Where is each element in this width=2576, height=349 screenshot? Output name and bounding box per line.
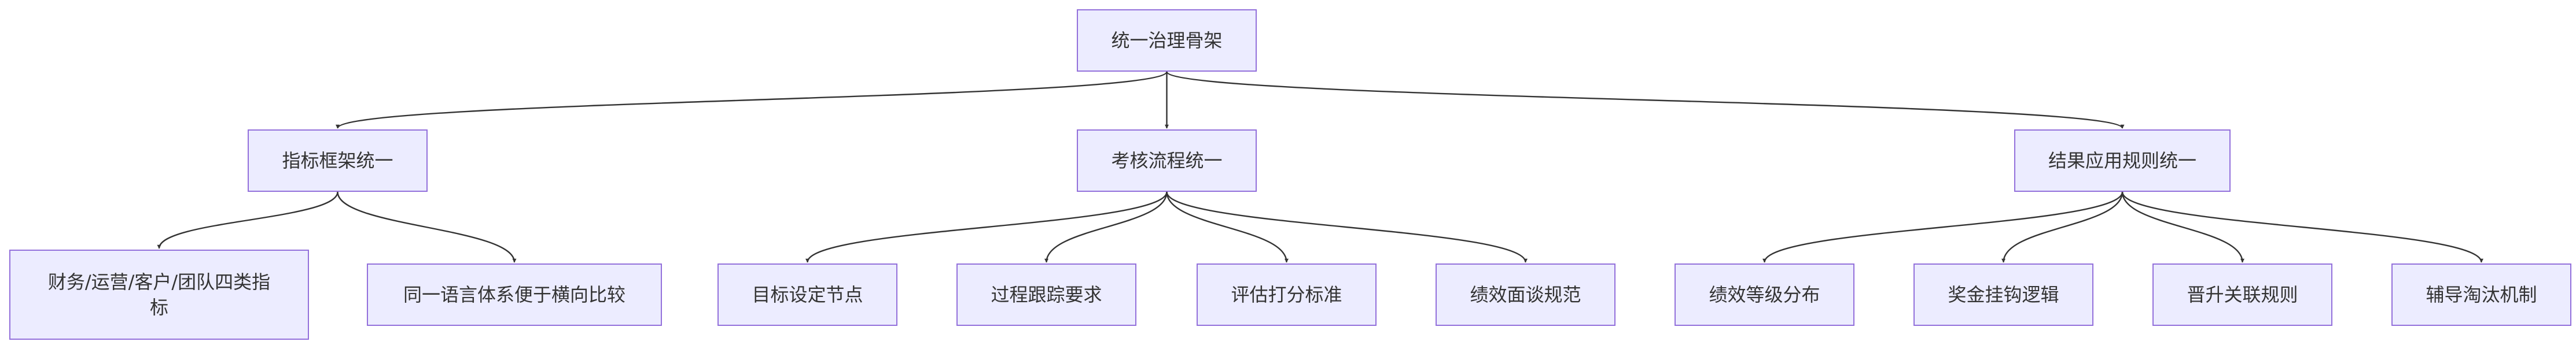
edge-results-to-grade_distribution [1762,191,2124,263]
node-process-tracking: 过程跟踪要求 [956,263,1136,326]
node-common-language: 同一语言体系便于横向比较 [367,263,662,326]
node-interview-norms: 绩效面谈规范 [1436,263,1615,326]
node-grade-distribution: 绩效等级分布 [1675,263,1854,326]
node-coaching-elimination: 辅导淘汰机制 [2391,263,2571,326]
edge-metrics-to-common_language [337,191,517,263]
node-goal-setting: 目标设定节点 [717,263,897,326]
edge-results-to-bonus_link [2001,191,2124,263]
edge-process-to-goal_nodes [805,191,1168,263]
node-metrics-framework: 指标框架统一 [248,129,428,192]
edge-root-to-results [1166,70,2125,129]
edge-results-to-coaching [2121,191,2483,263]
node-results-rules: 结果应用规则统一 [2014,129,2231,192]
node-bonus-link: 奖金挂钩逻辑 [1913,263,2093,326]
edge-process-to-interview [1166,191,1528,263]
edge-process-to-tracking [1044,191,1168,263]
node-scoring-standard: 评估打分标准 [1197,263,1377,326]
edge-process-to-scoring [1166,191,1289,263]
edge-metrics-to-four_types [157,191,338,249]
node-root: 统一治理骨架 [1077,9,1257,72]
node-promotion-rules: 晋升关联规则 [2152,263,2332,326]
edge-results-to-promotion [2121,191,2244,263]
edge-root-to-metrics [336,71,1168,129]
node-process-framework: 考核流程统一 [1077,129,1257,192]
node-four-metric-types: 财务/运营/客户/团队四类指标 [9,250,309,340]
